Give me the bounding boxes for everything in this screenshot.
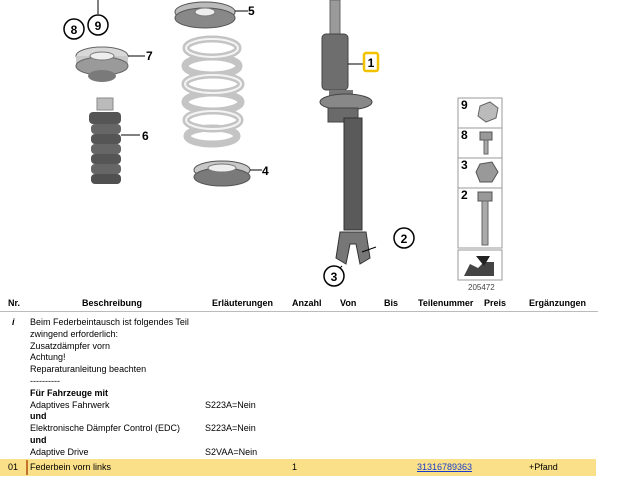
callout-2-label: 2 — [401, 232, 408, 246]
table-row[interactable]: 01 Federbein vorn links 1 31316789363 +P… — [0, 459, 596, 476]
part-number-link[interactable]: 31316789363 — [417, 462, 473, 472]
legend-9-label: 9 — [461, 98, 468, 112]
info-line: ---------- — [30, 376, 60, 386]
header-teilenummer[interactable]: Teilenummer — [418, 298, 474, 308]
info-line: Adaptives Fahrwerk — [30, 400, 110, 410]
callout-1-selected[interactable]: 1 — [362, 51, 380, 73]
header-preis[interactable]: Preis — [484, 298, 507, 308]
callout-7-label[interactable]: 7 — [146, 49, 153, 63]
header-anzahl[interactable]: Anzahl — [292, 298, 322, 308]
header-erlaeuterungen[interactable]: Erläuterungen — [212, 298, 274, 308]
info-line: und — [30, 435, 47, 445]
info-row-marker: i — [12, 317, 15, 327]
legend-2-label: 2 — [461, 188, 468, 202]
legend-3-label: 3 — [461, 158, 468, 172]
row-beschreibung: Federbein vorn links — [30, 462, 112, 472]
info-line: zwingend erforderlich: — [30, 329, 119, 339]
parts-diagram: 9 8 7 6 5 4 1 2 3 9 8 3 2 205472 — [63, 0, 503, 292]
header-ergaenzungen[interactable]: Ergänzungen — [529, 298, 587, 308]
fastener-legend: 9 8 3 2 205472 — [457, 97, 503, 292]
callout-6-label[interactable]: 6 — [142, 129, 149, 143]
callout-9-label: 9 — [95, 19, 102, 33]
flange-nut-icon — [475, 161, 499, 183]
arrow-icon — [464, 262, 494, 276]
upper-spring-seat-part[interactable] — [174, 1, 248, 29]
callout-3-label: 3 — [331, 270, 338, 284]
row-anzahl: 1 — [292, 462, 298, 472]
header-bis[interactable]: Bis — [384, 298, 399, 308]
row-ergaenzungen: +Pfand — [529, 462, 558, 472]
bolt-icon — [479, 131, 493, 141]
header-divider — [0, 311, 598, 312]
row-nr: 01 — [8, 462, 19, 472]
callout-2[interactable]: 2 — [393, 227, 415, 249]
callout-4-label[interactable]: 4 — [262, 164, 269, 178]
header-von[interactable]: Von — [340, 298, 357, 308]
callout-8[interactable]: 8 — [63, 18, 85, 40]
info-code: S2VAA=Nein — [205, 447, 258, 457]
header-nr[interactable]: Nr. — [8, 298, 21, 308]
long-bolt-icon — [477, 191, 493, 202]
strut-part[interactable] — [319, 0, 377, 273]
info-line: Adaptive Drive — [30, 447, 89, 457]
legend-8-label: 8 — [461, 128, 468, 142]
callout-3[interactable]: 3 — [323, 265, 345, 287]
info-line: und — [30, 411, 47, 421]
bump-stop-part[interactable] — [89, 97, 140, 184]
top-mount-part[interactable] — [75, 0, 145, 82]
info-line: Für Fahrzeuge mit — [30, 388, 109, 398]
header-beschreibung[interactable]: Beschreibung — [82, 298, 143, 308]
nut-icon — [477, 101, 499, 123]
callout-9[interactable]: 9 — [87, 14, 109, 36]
info-line: Zusatzdämpfer vorn — [30, 341, 111, 351]
callout-1-label: 1 — [368, 56, 375, 70]
row-selection-marker — [26, 460, 28, 475]
callout-8-label: 8 — [71, 23, 78, 37]
callout-5-label[interactable]: 5 — [248, 4, 255, 18]
image-number: 205472 — [468, 283, 495, 292]
info-code: S223A=Nein — [205, 423, 256, 433]
info-line: Reparaturanleitung beachten — [30, 364, 147, 374]
lower-spring-seat-part[interactable] — [193, 160, 262, 187]
info-line: Achtung! — [30, 352, 66, 362]
info-line: Beim Federbeintausch ist folgendes Teil — [30, 317, 189, 327]
info-code: S223A=Nein — [205, 400, 256, 410]
info-line: Elektronische Dämpfer Control (EDC) — [30, 423, 181, 433]
